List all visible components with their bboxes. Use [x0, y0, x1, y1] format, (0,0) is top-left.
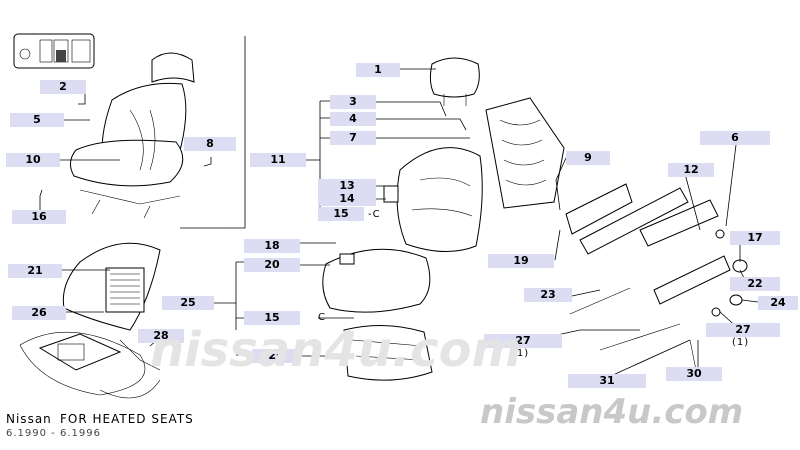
part-label-11[interactable]: 11 — [250, 153, 306, 167]
part-label-27-right[interactable]: 27 — [706, 323, 780, 337]
part-label-14[interactable]: 14 — [318, 192, 376, 206]
part-label-21[interactable]: 21 — [8, 264, 62, 278]
part-label-5[interactable]: 5 — [10, 113, 64, 127]
heated-seats-note: FOR HEATED SEATS — [60, 412, 194, 426]
part-label-29[interactable]: 29 — [252, 349, 300, 363]
part-label-20[interactable]: 20 — [244, 258, 300, 272]
part-label-26[interactable]: 26 — [12, 306, 66, 320]
part-label-10[interactable]: 10 — [6, 153, 60, 167]
part-label-6[interactable]: 6 — [700, 131, 770, 145]
cushion-frame-drawing — [343, 325, 433, 381]
part-label-31[interactable]: 31 — [568, 374, 646, 388]
part-label-24[interactable]: 24 — [758, 296, 798, 310]
brand-name: Nissan — [6, 412, 52, 426]
part-label-25[interactable]: 25 — [162, 296, 214, 310]
headrest-drawing — [429, 57, 480, 106]
part-label-3[interactable]: 3 — [330, 95, 376, 109]
seat-assembly-drawing — [70, 52, 195, 219]
part-label-22[interactable]: 22 — [730, 277, 780, 291]
part-label-1[interactable]: 1 — [356, 63, 400, 77]
date-range: 6.1990 - 6.1996 — [6, 428, 101, 439]
watermark-center: nissan4u.com — [150, 322, 522, 378]
part-label-7[interactable]: 7 — [330, 131, 376, 145]
part-label-2[interactable]: 2 — [40, 80, 86, 94]
part-label-28[interactable]: 28 — [138, 329, 184, 343]
connector-mark: -C — [368, 209, 381, 220]
seat-back-frame-drawing — [485, 97, 565, 209]
watermark-bottom: nissan4u.com — [480, 392, 744, 432]
part-label-8[interactable]: 8 — [184, 137, 236, 151]
part-label-19[interactable]: 19 — [488, 254, 554, 268]
part-label-9[interactable]: 9 — [566, 151, 610, 165]
part-label-13[interactable]: 13 — [318, 179, 376, 193]
part-label-23[interactable]: 23 — [524, 288, 572, 302]
part-label-16[interactable]: 16 — [12, 210, 66, 224]
part-label-27-left[interactable]: 27 — [484, 334, 562, 348]
part-label-15-top[interactable]: 15 — [318, 207, 364, 221]
part-label-30[interactable]: 30 — [666, 367, 722, 381]
divider-line — [228, 36, 246, 229]
part-label-4[interactable]: 4 — [330, 112, 376, 126]
connector-mark: C — [318, 312, 326, 323]
quantity-note: (1) — [732, 337, 750, 348]
part-label-12[interactable]: 12 — [668, 163, 714, 177]
vehicle-position-icon — [13, 33, 95, 69]
seat-back-drawing — [383, 147, 483, 253]
part-label-18[interactable]: 18 — [244, 239, 300, 253]
seat-cushion-drawing — [322, 248, 431, 313]
leader-lines — [39, 68, 759, 381]
part-label-15-bottom[interactable]: 15 — [244, 311, 300, 325]
seat-rails-drawing — [565, 183, 748, 371]
quantity-note: (1) — [512, 348, 530, 359]
heated-seat-pad-drawing — [19, 242, 161, 399]
part-label-17[interactable]: 17 — [730, 231, 780, 245]
